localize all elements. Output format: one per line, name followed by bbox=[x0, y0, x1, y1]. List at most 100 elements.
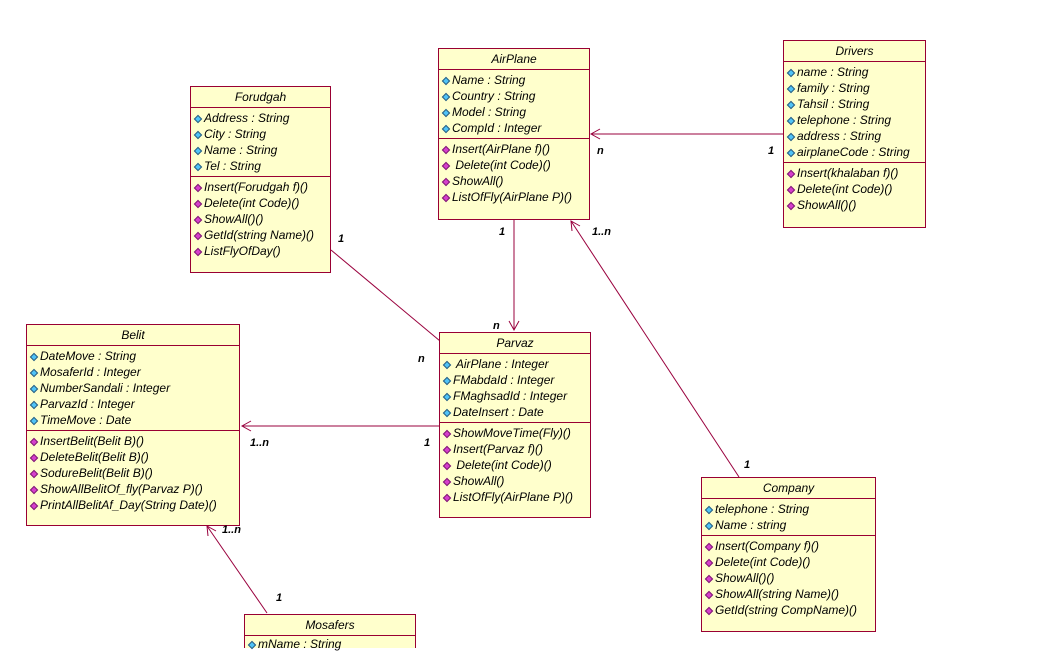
operation-icon bbox=[442, 461, 452, 471]
attribute-icon bbox=[29, 416, 39, 426]
attribute: address : String bbox=[786, 128, 925, 144]
operation-icon bbox=[193, 199, 203, 209]
attribute-icon bbox=[786, 68, 796, 78]
operation-icon bbox=[786, 201, 796, 211]
operation-icon bbox=[193, 215, 203, 225]
attribute: airplaneCode : String bbox=[786, 144, 925, 160]
class-mosafers-title: Mosafers bbox=[245, 615, 415, 636]
attribute: TimeMove : Date bbox=[29, 412, 239, 428]
operation-icon bbox=[29, 485, 39, 495]
attribute-icon bbox=[29, 368, 39, 378]
arrowhead-belit-from-parvaz bbox=[240, 420, 252, 432]
attribute-icon bbox=[193, 130, 203, 140]
class-parvaz-title: Parvaz bbox=[440, 333, 590, 354]
multiplicity-label: 1 bbox=[276, 592, 283, 604]
operation: Insert(khalaban f)() bbox=[786, 165, 925, 181]
arrowhead-parvaz-from-airplane bbox=[508, 320, 520, 332]
class-drivers[interactable]: Drivers name : String family : String Ta… bbox=[783, 40, 926, 228]
operation: ShowAll()() bbox=[704, 570, 875, 586]
operation-icon bbox=[704, 606, 714, 616]
class-mosafers[interactable]: Mosafers mName : String bbox=[244, 614, 416, 651]
operation: PrintAllBelitAf_Day(String Date)() bbox=[29, 497, 239, 513]
class-parvaz[interactable]: Parvaz AirPlane : Integer FMabdaId : Int… bbox=[439, 332, 591, 518]
attribute: MosaferId : Integer bbox=[29, 364, 239, 380]
operation-icon bbox=[29, 501, 39, 511]
attribute-icon bbox=[442, 392, 452, 402]
attribute-icon bbox=[786, 100, 796, 110]
attribute: CompId : Integer bbox=[441, 120, 589, 136]
attribute: AirPlane : Integer bbox=[442, 356, 590, 372]
class-parvaz-operations: ShowMoveTime(Fly)() Insert(Parvaz f)() D… bbox=[440, 422, 590, 507]
multiplicity-label: 1..n bbox=[222, 524, 241, 536]
attribute-icon bbox=[29, 400, 39, 410]
operation: InsertBelit(Belit B)() bbox=[29, 433, 239, 449]
multiplicity-label: 1 bbox=[768, 145, 775, 157]
attribute-icon bbox=[441, 76, 451, 86]
class-parvaz-attributes: AirPlane : Integer FMabdaId : Integer FM… bbox=[440, 354, 590, 422]
operation-icon bbox=[786, 169, 796, 179]
attribute: DateInsert : Date bbox=[442, 404, 590, 420]
operation: Delete(int Code)() bbox=[193, 195, 330, 211]
attribute-icon bbox=[442, 408, 452, 418]
attribute-icon bbox=[441, 124, 451, 134]
multiplicity-label: 1..n bbox=[592, 226, 611, 238]
operation-icon bbox=[29, 469, 39, 479]
attribute-icon bbox=[441, 92, 451, 102]
class-belit[interactable]: Belit DateMove : String MosaferId : Inte… bbox=[26, 324, 240, 526]
operation-icon bbox=[786, 185, 796, 195]
attribute: Country : String bbox=[441, 88, 589, 104]
attribute-icon bbox=[193, 162, 203, 172]
attribute-icon bbox=[442, 376, 452, 386]
arrowhead-belit-from-mosafers bbox=[206, 525, 217, 537]
operation-icon bbox=[193, 231, 203, 241]
attribute: Name : String bbox=[193, 142, 330, 158]
class-drivers-operations: Insert(khalaban f)() Delete(int Code)() … bbox=[784, 162, 925, 215]
attribute: DateMove : String bbox=[29, 348, 239, 364]
attribute: Address : String bbox=[193, 110, 330, 126]
operation-icon bbox=[441, 161, 451, 171]
class-belit-title: Belit bbox=[27, 325, 239, 346]
operation: ShowMoveTime(Fly)() bbox=[442, 425, 590, 441]
multiplicity-label: 1 bbox=[424, 437, 431, 449]
arrowhead-airplane-from-drivers bbox=[589, 128, 601, 140]
class-forudgah-attributes: Address : String City : String Name : St… bbox=[191, 108, 330, 176]
operation: Insert(Forudgah f)() bbox=[193, 179, 330, 195]
attribute: Model : String bbox=[441, 104, 589, 120]
attribute: family : String bbox=[786, 80, 925, 96]
operation: ShowAll()() bbox=[786, 197, 925, 213]
attribute-icon bbox=[193, 146, 203, 156]
operation-icon bbox=[193, 247, 203, 257]
class-company-attributes: telephone : String Name : string bbox=[702, 499, 875, 535]
attribute: Tel : String bbox=[193, 158, 330, 174]
multiplicity-label: 1 bbox=[499, 226, 506, 238]
operation: ShowAllBelitOf_fly(Parvaz P)() bbox=[29, 481, 239, 497]
multiplicity-label: 1..n bbox=[250, 437, 269, 449]
class-belit-attributes: DateMove : String MosaferId : Integer Nu… bbox=[27, 346, 239, 430]
operation-icon bbox=[442, 445, 452, 455]
class-company[interactable]: Company telephone : String Name : string… bbox=[701, 477, 876, 632]
class-airplane-attributes: Name : String Country : String Model : S… bbox=[439, 70, 589, 138]
assoc-forudgah-parvaz bbox=[330, 249, 453, 352]
class-company-operations: Insert(Company f)() Delete(int Code)() S… bbox=[702, 535, 875, 620]
attribute: telephone : String bbox=[786, 112, 925, 128]
attribute: Name : string bbox=[704, 517, 875, 533]
class-airplane[interactable]: AirPlane Name : String Country : String … bbox=[438, 48, 590, 220]
operation: Insert(AirPlane f)() bbox=[441, 141, 589, 157]
attribute: telephone : String bbox=[704, 501, 875, 517]
attribute-icon bbox=[786, 84, 796, 94]
operation-icon bbox=[704, 558, 714, 568]
class-forudgah[interactable]: Forudgah Address : String City : String … bbox=[190, 86, 331, 273]
operation: Delete(int Code)() bbox=[704, 554, 875, 570]
operation: Delete(int Code)() bbox=[442, 457, 590, 473]
operation: ListFlyOfDay() bbox=[193, 243, 330, 259]
operation-icon bbox=[441, 193, 451, 203]
attribute-icon bbox=[441, 108, 451, 118]
operation-icon bbox=[29, 453, 39, 463]
operation-icon bbox=[29, 437, 39, 447]
operation: ListOfFly(AirPlane P)() bbox=[442, 489, 590, 505]
multiplicity-label: n bbox=[597, 145, 604, 157]
class-airplane-title: AirPlane bbox=[439, 49, 589, 70]
operation-icon bbox=[442, 477, 452, 487]
operation: Delete(int Code)() bbox=[441, 157, 589, 173]
attribute: mName : String bbox=[247, 636, 415, 652]
